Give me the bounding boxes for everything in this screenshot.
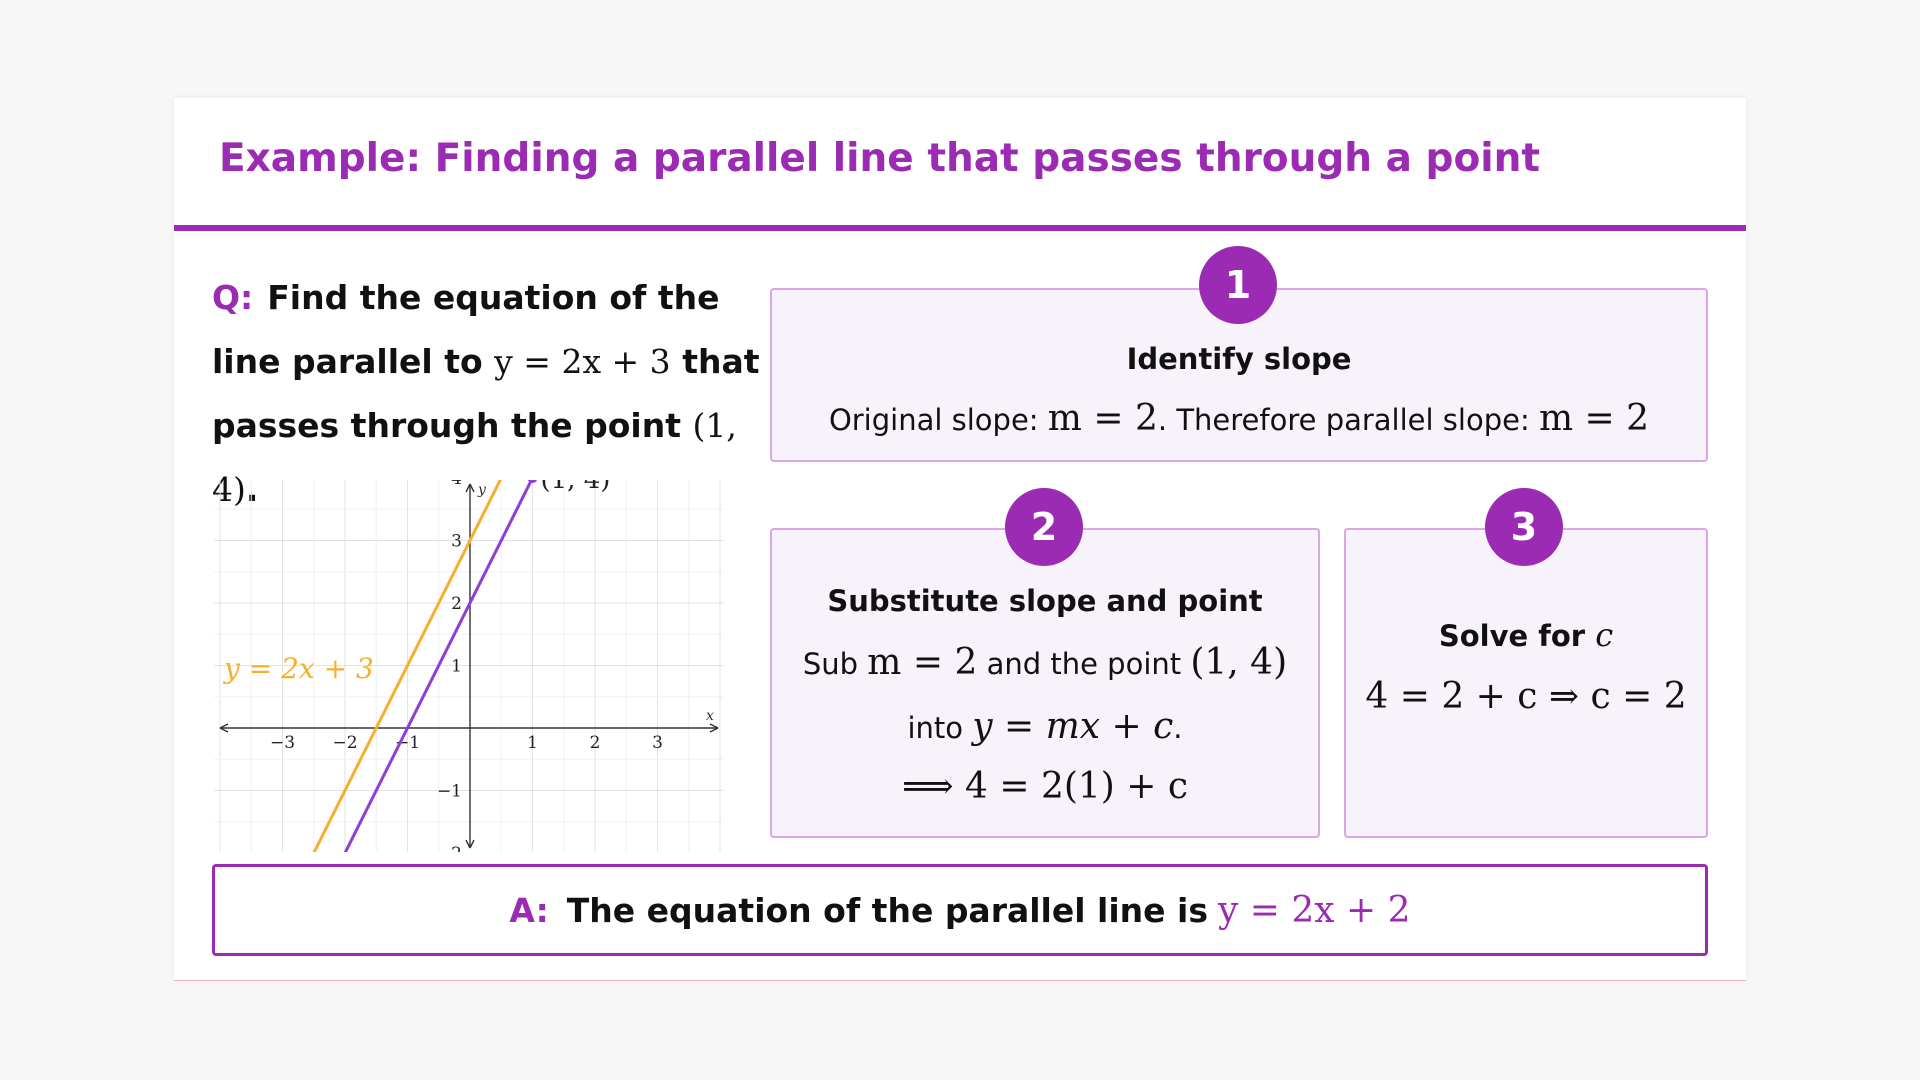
x-axis-arrow [709,723,719,733]
answer-label: A: [509,890,549,930]
y-axis-arrow [465,483,475,493]
given-line [312,480,502,852]
question-label: Q: [212,278,254,317]
x-tick-label: 3 [652,733,663,753]
y-tick-label: 4 [451,480,462,489]
step-3-heading-var: c [1595,616,1614,654]
x-tick-label: −2 [332,733,357,753]
answer-text: The equation of the parallel line is [566,890,1208,930]
step-1-math-a: m = 2 [1047,398,1158,439]
y-tick-label: 3 [451,532,462,552]
answer-math: y = 2x + 2 [1218,889,1411,931]
parallel-line [343,480,534,852]
point-marker [527,480,538,483]
question-point: (1, 4) [212,406,737,509]
step-2-heading: Substitute slope and point [827,584,1263,618]
y-tick-label: −2 [437,844,462,852]
point-label: (1, 4) [541,480,611,495]
line-label: y = 2x + 3 [222,652,374,685]
x-tick-label: −3 [270,733,295,753]
question-text-1: Find the equation of the line parallel t… [212,278,720,381]
coordinate-graph: xy−3−2−112354321−1−2(1, 4)y = 2x + 3 [214,480,724,852]
y-tick-label: −1 [437,782,462,802]
step-2-text-d: . [1173,711,1183,745]
step-1-heading: Identify slope [1126,342,1352,376]
step-3-heading: Solve for c [1346,616,1706,654]
page-title: Example: Finding a parallel line that pa… [219,136,1541,181]
step-2-text-c: into [907,711,964,745]
y-tick-label: 1 [451,657,462,677]
step-1-box: Identify slope Original slope: m = 2. Th… [770,288,1708,462]
step-1-text-a: Original slope: [828,403,1039,437]
x-axis-arrow-left [219,723,229,733]
y-axis-arrow-bottom [465,839,475,849]
step-2-math-b: (1, 4) [1190,642,1288,683]
lesson-card: Example: Finding a parallel line that pa… [174,98,1746,981]
step-1-text: Original slope: m = 2. Therefore paralle… [772,398,1706,439]
question-block: Q:Find the equation of the line parallel… [212,266,772,522]
step-3-heading-text: Solve for [1438,619,1586,653]
step-2-math-a: m = 2 [867,642,978,683]
step-2-badge: 2 [1005,488,1083,566]
x-tick-label: 1 [527,733,538,753]
step-2-math-d: ⟹ 4 = 2(1) + c [901,766,1189,807]
question-given-line: y = 2x + 3 [494,342,671,381]
step-2-line-1: Sub m = 2 and the point (1, 4) [772,642,1318,683]
x-axis-label: x [706,708,714,724]
step-1-math-b: m = 2 [1538,398,1650,439]
answer-box: A: The equation of the parallel line is … [212,864,1708,956]
step-1-badge: 1 [1199,246,1277,324]
y-tick-label: 2 [451,594,462,614]
step-2-text-b: and the point [986,647,1182,681]
question-text-2: that passes through the point [212,342,760,445]
step-2-box: Substitute slope and point Sub m = 2 and… [770,528,1320,838]
question-end: . [245,470,259,509]
x-tick-label: 2 [590,733,601,753]
step-2-math-c: y = mx + c [972,706,1174,747]
step-3-math: 4 = 2 + c ⇒ c = 2 [1365,676,1687,717]
step-3-box: Solve for c 4 = 2 + c ⇒ c = 2 [1344,528,1708,838]
step-3-badge: 3 [1485,488,1563,566]
title-divider [174,225,1746,231]
step-2-line-2: into y = mx + c. [772,706,1318,747]
y-axis-label: y [477,482,487,498]
step-1-text-b: . Therefore parallel slope: [1157,403,1530,437]
step-2-text-a: Sub [802,647,859,681]
